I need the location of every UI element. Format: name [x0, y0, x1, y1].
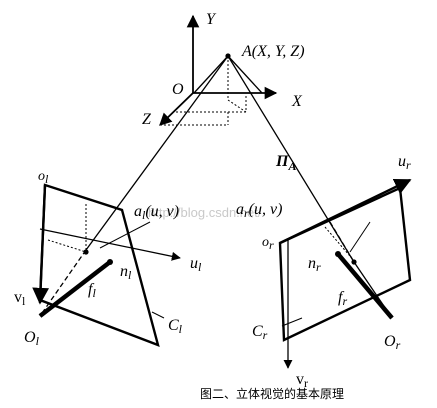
left-plane-label: Cl: [168, 317, 183, 336]
left-principal-point: [107, 259, 113, 265]
figure-caption: 图二、立体视觉的基本原理: [200, 386, 344, 401]
projection-line: [227, 99, 247, 113]
left-v-label: vl: [14, 289, 26, 308]
world-axes: [159, 14, 278, 126]
labels: Y X Z O A(X, Y, Z) ΠA ol al(u, v) ul vl …: [14, 11, 411, 401]
left-optical-axis: [38, 260, 112, 318]
right-camera: [278, 178, 412, 369]
left-camera: [32, 183, 181, 347]
right-corner-label: or: [262, 235, 274, 252]
watermark-text: http://blog.csdn.net/: [148, 205, 262, 220]
projection-rays: [39, 53, 355, 317]
axis-z-label: Z: [142, 111, 152, 128]
right-n-label: nr: [308, 255, 321, 274]
left-corner-label: ol: [38, 169, 49, 186]
right-center-label: Or: [384, 333, 401, 352]
point-a-label: A(X, Y, Z): [241, 43, 305, 60]
left-u-axis: [39, 228, 181, 261]
right-image-point-leader: [349, 221, 371, 253]
axis-y-label: Y: [206, 11, 217, 28]
right-u-label: ur: [398, 153, 411, 172]
right-v-label: vr: [296, 371, 308, 390]
right-u-axis: [279, 178, 412, 245]
ray-a-to-right-image: [227, 55, 355, 263]
left-center-label: Ol: [24, 329, 40, 348]
right-plane-label: Cr: [252, 323, 268, 342]
right-f-label: fr: [338, 289, 347, 308]
right-optical-axis: [336, 252, 394, 320]
left-image-point-label: al(u, v): [134, 203, 179, 222]
right-plane-leader: [281, 317, 303, 327]
left-image-point: [83, 249, 89, 255]
left-v-axis: [32, 184, 50, 305]
left-image-point-leader: [99, 221, 151, 249]
left-n-label: nl: [120, 263, 132, 282]
right-principal-point: [335, 251, 341, 257]
right-image-point-label: ar(u, v): [236, 201, 282, 220]
ray-left-hidden: [39, 249, 87, 317]
point-a-marker: [225, 53, 231, 59]
right-image-plane: [278, 186, 412, 342]
ray-a-to-left-image: [85, 55, 229, 251]
world-z-axis: [159, 92, 194, 126]
left-plane-leader: [151, 311, 165, 319]
left-u-label: ul: [190, 255, 202, 274]
ray-a-to-origin: [193, 55, 229, 94]
left-f-label: fl: [88, 281, 96, 300]
left-image-dotted: [47, 239, 87, 253]
ray-a-to-x: [227, 55, 263, 94]
origin-label: O: [172, 81, 184, 98]
plane-pi-label: ΠA: [275, 153, 296, 173]
axis-x-label: X: [291, 93, 303, 110]
right-ray-to-center: [353, 261, 393, 319]
